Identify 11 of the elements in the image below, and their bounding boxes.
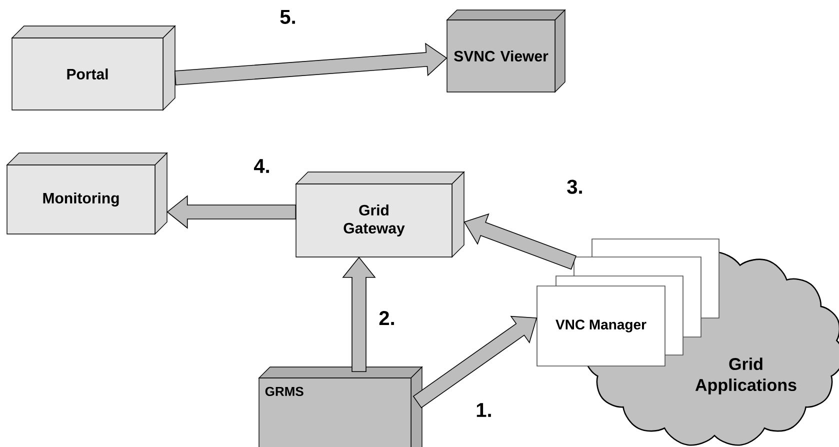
edge-label: 3.	[567, 180, 582, 194]
block-arrow	[412, 316, 538, 408]
block-arrow	[174, 42, 448, 86]
edge-label: 5.	[280, 10, 295, 24]
block-arrow	[166, 195, 296, 229]
edge-label: 4.	[254, 159, 269, 173]
edge-label: 1.	[476, 403, 491, 417]
edge-label: 2.	[379, 311, 394, 325]
window-card: VNC Manager	[536, 286, 666, 366]
block-arrow	[464, 213, 577, 270]
block-arrow	[342, 256, 376, 372]
